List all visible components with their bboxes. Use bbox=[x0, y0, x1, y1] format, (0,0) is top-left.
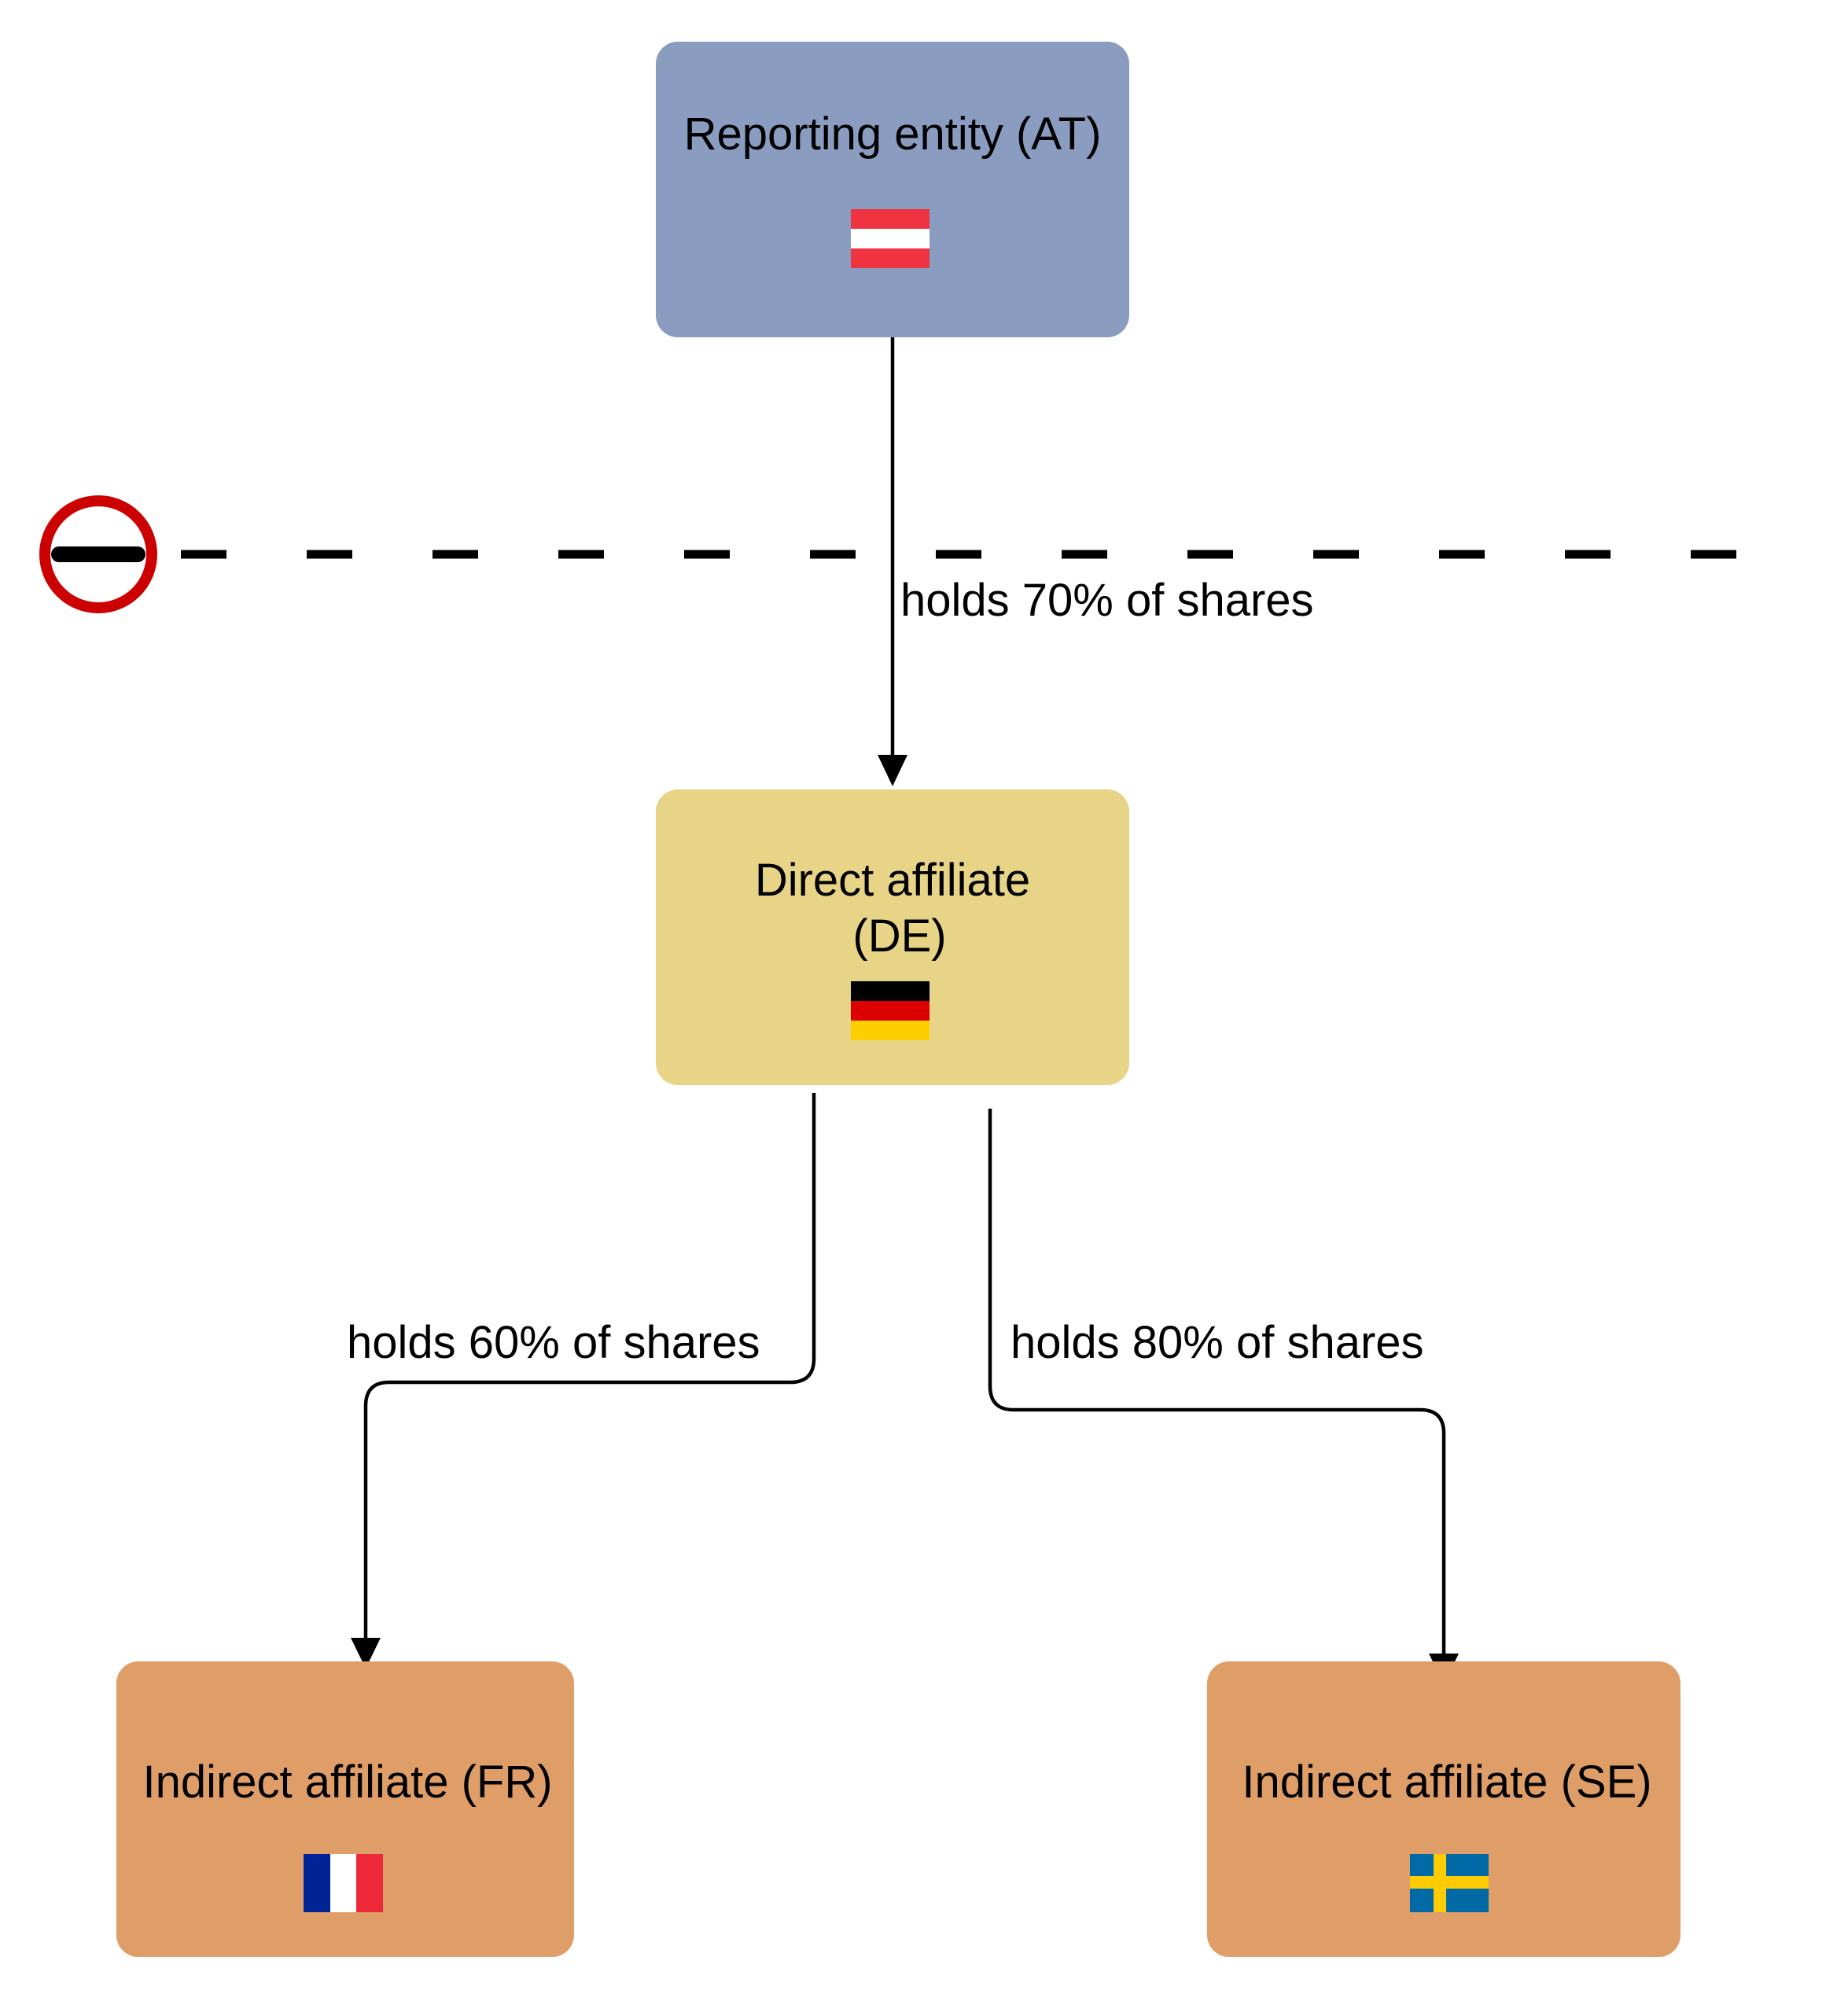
node-box bbox=[116, 1661, 574, 1957]
france-flag-icon bbox=[304, 1854, 383, 1912]
node-box bbox=[1207, 1661, 1681, 1957]
node-label: Reporting entity (AT) bbox=[684, 109, 1102, 160]
edge-label-70: holds 70% of shares bbox=[900, 575, 1314, 626]
node-label: Indirect affiliate (FR) bbox=[142, 1757, 552, 1808]
edge-label-60: holds 60% of shares bbox=[347, 1317, 760, 1368]
node-reporting-entity: Reporting entity (AT) bbox=[656, 42, 1129, 337]
node-box bbox=[656, 42, 1129, 337]
node-label-line1: Direct affiliate bbox=[755, 855, 1030, 906]
node-label: Indirect affiliate (SE) bbox=[1242, 1757, 1651, 1808]
germany-flag-icon bbox=[851, 981, 930, 1040]
boundary-line bbox=[39, 495, 1761, 613]
edge-at-to-de: holds 70% of shares bbox=[878, 337, 1314, 786]
edge-de-to-se: holds 80% of shares bbox=[988, 1109, 1459, 1684]
node-indirect-affiliate-fr: Indirect affiliate (FR) bbox=[116, 1661, 574, 1957]
node-indirect-affiliate-se: Indirect affiliate (SE) bbox=[1207, 1661, 1681, 1957]
no-entry-icon bbox=[39, 495, 157, 613]
edge-de-to-fr: holds 60% of shares bbox=[347, 1093, 816, 1668]
edge-label-80: holds 80% of shares bbox=[1011, 1317, 1424, 1368]
austria-flag-icon bbox=[851, 209, 930, 268]
sweden-flag-icon bbox=[1410, 1854, 1489, 1912]
node-direct-affiliate: Direct affiliate (DE) bbox=[656, 789, 1129, 1085]
node-label-line2: (DE) bbox=[852, 911, 946, 962]
node-box bbox=[656, 789, 1129, 1085]
